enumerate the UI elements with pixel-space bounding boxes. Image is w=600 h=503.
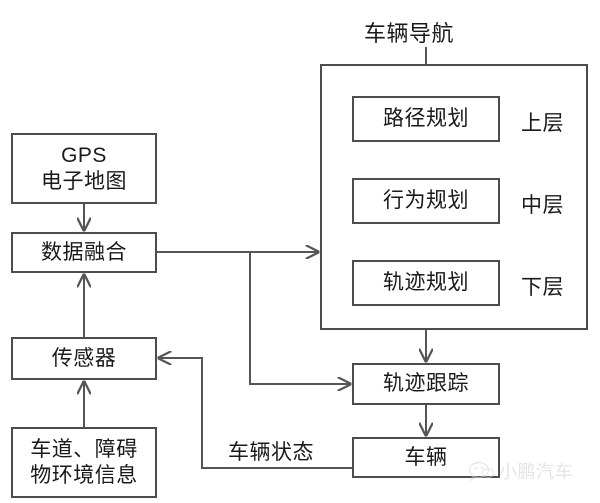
watermark-text: 小鹏汽车 [499, 462, 573, 482]
node-environment-info-line-1: 车道、障碍 [30, 437, 138, 461]
layer-label-upper: 上层 [521, 112, 564, 135]
node-gps-map-line-1: GPS [61, 143, 107, 167]
node-behavior-planning-label: 行为规划 [383, 189, 469, 213]
layer-label-middle: 中层 [521, 194, 564, 217]
node-sensor[interactable]: 传感器 [11, 337, 157, 380]
node-sensor-label: 传感器 [51, 346, 117, 370]
node-vehicle[interactable]: 车辆 [352, 437, 500, 478]
edge-vehicle-state-feedback [159, 358, 352, 469]
watermark: 小鹏汽车 [468, 458, 573, 484]
node-data-fusion[interactable]: 数据融合 [11, 232, 157, 273]
node-trajectory-planning[interactable]: 轨迹规划 [352, 260, 500, 306]
xpeng-wechat-logo-icon [468, 461, 494, 482]
edge-fusion-to-trajectory-tracking [249, 252, 350, 384]
node-path-planning[interactable]: 路径规划 [352, 96, 500, 142]
node-data-fusion-label: 数据融合 [41, 240, 127, 264]
node-gps-map[interactable]: GPS 电子地图 [11, 133, 157, 204]
node-environment-info-line-2: 物环境信息 [30, 463, 138, 487]
node-gps-map-line-2: 电子地图 [41, 169, 127, 193]
node-vehicle-label: 车辆 [404, 445, 448, 469]
node-trajectory-tracking-label: 轨迹跟踪 [383, 372, 469, 396]
node-environment-info[interactable]: 车道、障碍 物环境信息 [11, 427, 157, 498]
node-path-planning-label: 路径规划 [383, 107, 469, 131]
node-trajectory-tracking[interactable]: 轨迹跟踪 [352, 363, 500, 405]
layer-label-lower: 下层 [521, 276, 564, 299]
node-behavior-planning[interactable]: 行为规划 [352, 178, 500, 224]
node-trajectory-planning-label: 轨迹规划 [383, 271, 469, 295]
diagram-title: 车辆导航 [364, 21, 455, 46]
edge-label-vehicle-state: 车辆状态 [228, 441, 314, 464]
